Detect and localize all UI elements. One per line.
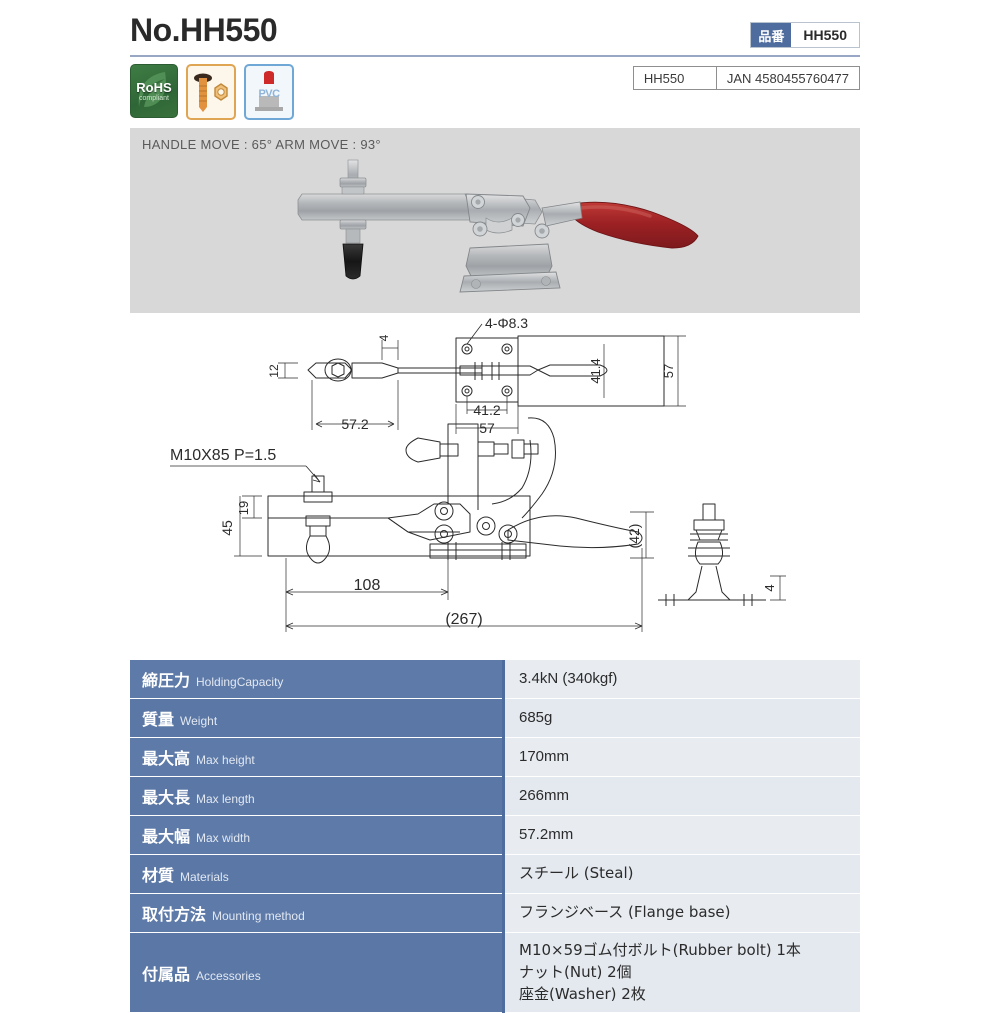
label-jp: 最大長 [142,788,191,807]
label-en: Materials [180,870,229,884]
row-label-max-height: 最大高 Max height [130,737,504,777]
rohs-badge-line2: compliant [139,95,169,102]
dim-42: (42) [626,524,642,549]
bolt-and-nut-icon [194,73,228,112]
label-en: Mounting method [212,909,305,923]
row-value-max-length: 266mm [502,776,860,816]
part-number-label: 品番 [751,23,792,47]
dim-4-top: 4 [377,334,391,341]
table-row: 取付方法 Mounting method フランジベース (Flange base… [130,893,860,933]
table-row: 締圧力 HoldingCapacity 3.4kN (340kgf) [130,660,860,699]
dim-45: 45 [219,520,235,536]
row-value-holding-capacity: 3.4kN (340kgf) [502,660,860,699]
row-label-accessories: 付属品 Accessories [130,932,504,1013]
table-row: 最大長 Max length 266mm [130,776,860,816]
dim-19: 19 [236,501,251,515]
label-jp: 締圧力 [142,671,191,690]
certification-badges: RoHS compliant [130,64,294,120]
dim-108: 108 [354,577,381,594]
row-value-accessories: M10×59ゴム付ボルト(Rubber bolt) 1本 ナット(Nut) 2個… [502,932,860,1013]
product-photo-panel: HANDLE MOVE : 65° ARM MOVE : 93° [130,128,860,313]
leaf-icon [138,72,166,107]
label-en: Max length [196,792,255,806]
bolt-badge [186,64,236,120]
dim-m10x85: M10X85 P=1.5 [170,447,276,464]
rohs-badge-line1: RoHS [136,80,172,95]
row-value-max-width: 57.2mm [502,815,860,855]
row-value-materials: スチール (Steal) [502,854,860,894]
row-value-mounting-method: フランジベース (Flange base) [502,893,860,933]
dim-4-front: 4 [762,584,777,591]
dim-41-4: 41.4 [588,358,603,383]
pvc-badge: PVC [244,64,294,120]
toggle-clamp-photo [297,159,699,293]
page-title: No.HH550 [130,12,278,48]
jan-code-box: HH550 JAN 4580455760477 [632,66,860,90]
dim-57-2: 57.2 [341,416,368,432]
label-jp: 付属品 [142,964,191,984]
label-jp: 取付方法 [142,905,207,924]
drawing-canvas: 12 4 4-Φ8.3 57.2 41.2 [170,315,786,632]
dim-57-right: 57 [661,364,676,378]
label-jp: 最大高 [142,749,191,768]
row-label-holding-capacity: 締圧力 HoldingCapacity [130,660,504,699]
row-value-max-height: 170mm [502,737,860,777]
jan-model-code: HH550 [643,70,685,86]
rohs-badge: RoHS compliant [130,64,178,118]
table-row: 質量 Weight 685g [130,698,860,738]
row-label-max-length: 最大長 Max length [130,776,504,816]
table-row: 最大幅 Max width 57.2mm [130,815,860,855]
part-number-badge: 品番 HH550 [750,22,860,48]
label-jp: 材質 [142,866,175,885]
part-number-value: HH550 [791,23,859,47]
label-jp: 質量 [142,710,175,729]
label-en: Weight [180,714,218,728]
photo-caption: HANDLE MOVE : 65° ARM MOVE : 93° [142,137,381,152]
label-jp: 最大幅 [142,827,191,846]
dim-4-phi-8-3: 4-Φ8.3 [485,318,528,331]
row-label-weight: 質量 Weight [130,698,504,738]
table-row: 付属品 Accessories M10×59ゴム付ボルト(Rubber bolt)… [130,932,860,1013]
dim-41-2: 41.2 [473,402,500,418]
row-value-weight: 685g [502,698,860,738]
table-row: 材質 Materials スチール (Steal) [130,854,860,894]
pvc-badge-text: PVC [258,88,280,100]
label-en: HoldingCapacity [196,675,284,689]
dim-267: (267) [445,611,482,628]
dim-57-bottom: 57 [479,420,495,436]
specifications-table: 締圧力 HoldingCapacity 3.4kN (340kgf) 質量 Weig… [130,660,860,1013]
label-en: Max width [196,831,251,845]
row-label-max-width: 最大幅 Max width [130,815,504,855]
row-label-materials: 材質 Materials [130,854,504,894]
pvc-cap-icon [255,71,283,111]
row-label-mounting-method: 取付方法 Mounting method [130,893,504,933]
table-row: 最大高 Max height 170mm [130,737,860,777]
label-en: Max height [196,753,255,767]
jan-barcode-number: JAN 4580455760477 [715,67,859,89]
label-en: Accessories [196,968,261,983]
technical-drawings: 12 4 4-Φ8.3 57.2 41.2 [130,315,860,650]
dim-12: 12 [267,364,281,378]
header-divider [130,55,860,57]
